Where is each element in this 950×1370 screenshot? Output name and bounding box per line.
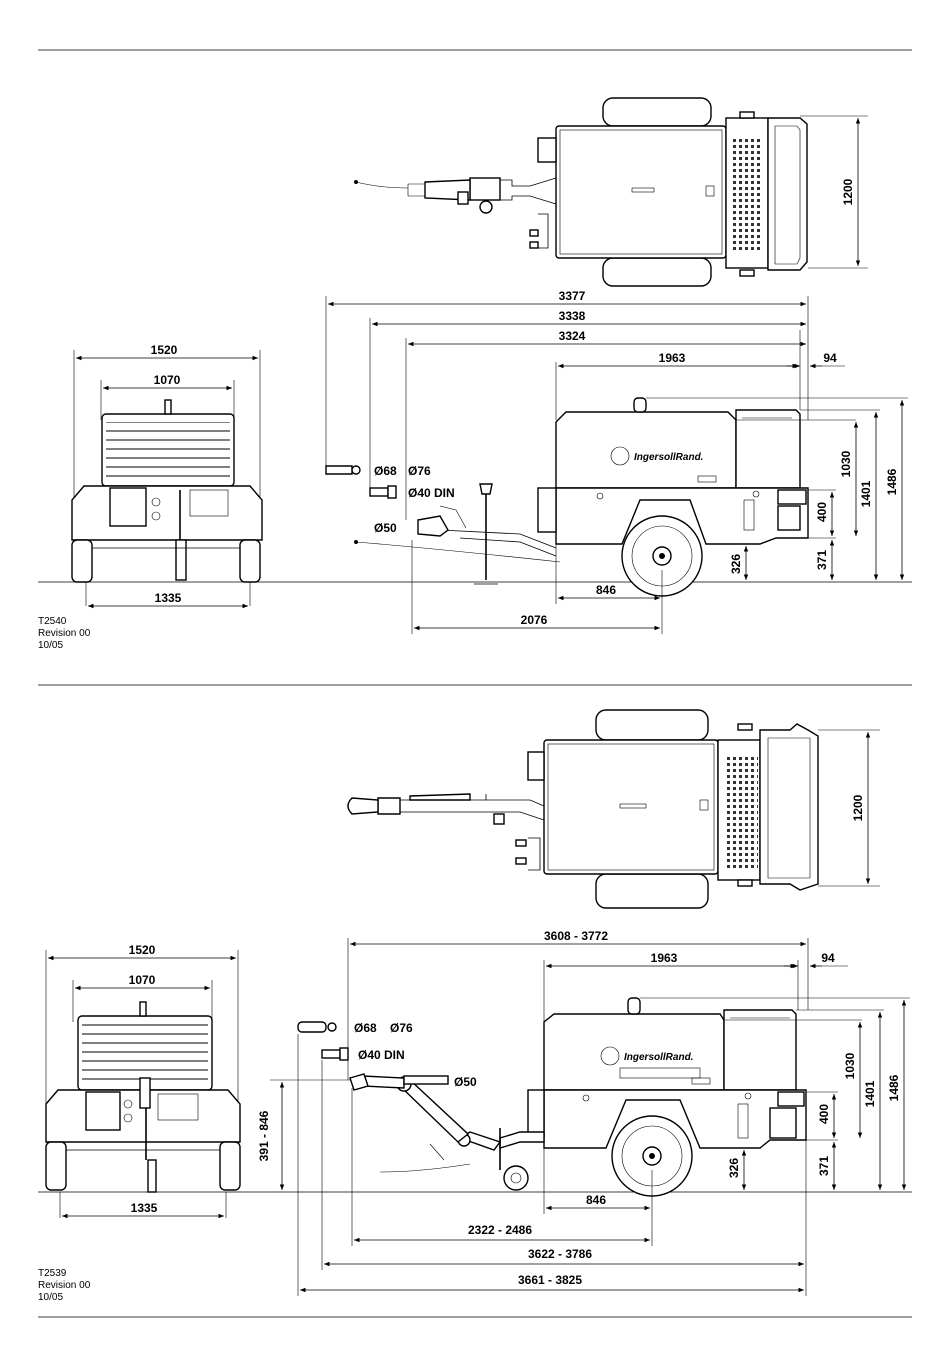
height-label-1486-1: 1486 (885, 468, 899, 495)
length-dims-1: 3377 3338 3324 1963 94 (325, 289, 845, 520)
rear-width-outer-label-2: 1520 (129, 943, 156, 957)
height-label-1030-1: 1030 (839, 450, 853, 477)
axle-height-label-1: 371 (815, 550, 829, 570)
eye-option-68-2: Ø68 (354, 1021, 377, 1035)
length-label-b: 3338 (559, 309, 586, 323)
length-mid-label-2: 3622 - 3786 (528, 1247, 592, 1261)
length-max-label-2: 3661 - 3825 (518, 1273, 582, 1287)
track-width-label-1: 1335 (155, 591, 182, 605)
hitch-to-axle-label-2: 2322 - 2486 (468, 1223, 532, 1237)
overhang-label-2: 94 (821, 951, 835, 965)
sheet1: 1200 3377 3338 3324 1963 94 (38, 97, 912, 651)
length-label-c: 3324 (559, 329, 586, 343)
height-label-1486-2: 1486 (887, 1074, 901, 1101)
hitch-to-axle-label-1: 2076 (521, 613, 548, 627)
height-label-1401-2: 1401 (863, 1080, 877, 1107)
plan-view-2: 1200 (347, 709, 880, 909)
clearance-label-2: 326 (727, 1158, 741, 1178)
revision-2: Revision 00 (38, 1280, 91, 1291)
date-1: 10/05 (38, 640, 63, 651)
drawbar-height-label-2: 391 - 846 (257, 1110, 271, 1161)
side-view-1: IngersollRand. Ø68 Ø76 Ø40 DIN Ø50 (325, 397, 908, 634)
drawing-ref-2: T2539 (38, 1268, 67, 1279)
sheet2: 1200 3608 - 3772 1963 94 1520 107 (38, 709, 912, 1303)
brand-logo-text-2: IngersollRand. (624, 1052, 693, 1063)
frame-height-label-1: 400 (815, 502, 829, 522)
rear-view-2: 1520 1070 1335 (45, 943, 241, 1219)
rear-view-1: 1520 1070 1335 (71, 343, 263, 609)
clearance-label-1: 326 (729, 554, 743, 574)
frame-height-label-2: 400 (817, 1104, 831, 1124)
eye-option-76-2: Ø76 (390, 1021, 413, 1035)
axle-to-body-label-2: 846 (586, 1193, 606, 1207)
height-label-1401-1: 1401 (859, 480, 873, 507)
drawing-ref-1: T2540 (38, 616, 67, 627)
length-dims-2: 3608 - 3772 1963 94 (347, 929, 848, 1080)
rear-width-inner-label-1: 1070 (154, 373, 181, 387)
ball-option-1: Ø50 (374, 521, 397, 535)
body-length-label-1: 1963 (659, 351, 686, 365)
eye-option-76-1: Ø76 (408, 464, 431, 478)
din-option-1: Ø40 DIN (408, 486, 455, 500)
length-label-a: 3377 (559, 289, 586, 303)
overall-length-label-2: 3608 - 3772 (544, 929, 608, 943)
plan-view-1: 1200 (354, 97, 868, 287)
plan-width-label-2: 1200 (851, 794, 865, 821)
plan-width-label-1: 1200 (841, 178, 855, 205)
revision-1: Revision 00 (38, 628, 91, 639)
ball-option-2: Ø50 (454, 1075, 477, 1089)
axle-height-label-2: 371 (817, 1156, 831, 1176)
track-width-label-2: 1335 (131, 1201, 158, 1215)
din-option-2: Ø40 DIN (358, 1048, 405, 1062)
eye-option-68-1: Ø68 (374, 464, 397, 478)
body-length-label-2: 1963 (651, 951, 678, 965)
overhang-label-1: 94 (823, 351, 837, 365)
axle-to-body-label-1: 846 (596, 583, 616, 597)
rear-width-outer-label-1: 1520 (151, 343, 178, 357)
side-view-2: IngersollRand. Ø68 Ø76 (257, 997, 910, 1296)
brand-logo-text-1: IngersollRand. (634, 452, 703, 463)
height-label-1030-2: 1030 (843, 1052, 857, 1079)
rear-width-inner-label-2: 1070 (129, 973, 156, 987)
date-2: 10/05 (38, 1292, 63, 1303)
